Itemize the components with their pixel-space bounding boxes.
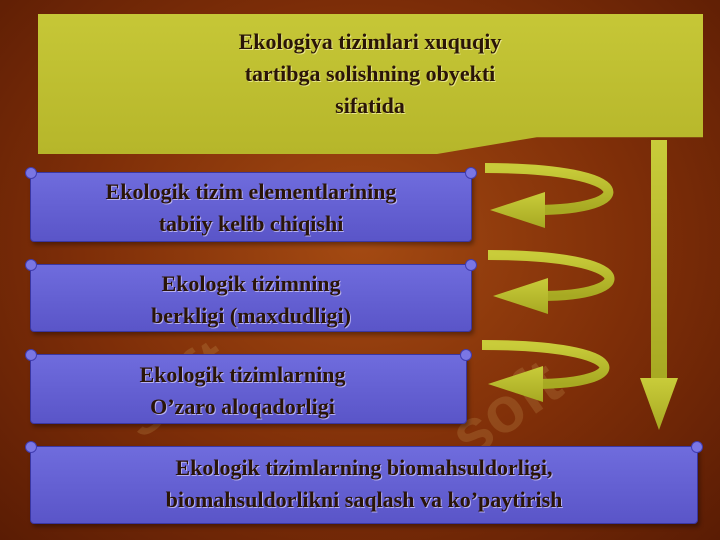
item-4-text: Ekologik tizimlarning biomahsuldorligi, … bbox=[31, 452, 697, 516]
item-2-line-1: Ekologik tizimning bbox=[161, 271, 341, 296]
item-2-text: Ekologik tizimning berkligi (maxdudligi) bbox=[31, 268, 471, 332]
item-box-1: Ekologik tizim elementlarining tabiiy ke… bbox=[25, 167, 477, 242]
item-1-line-2: tabiiy kelib chiqishi bbox=[158, 211, 344, 236]
down-arrow-icon bbox=[640, 140, 678, 430]
item-4-line-1: Ekologik tizimlarning biomahsuldorligi, bbox=[175, 455, 553, 480]
curved-arrow-icon-1 bbox=[484, 163, 614, 228]
title-line-1: Ekologiya tizimlari xuquqiy bbox=[238, 29, 502, 54]
title-line-2: tartibga solishning obyekti bbox=[244, 61, 496, 86]
item-box-2: Ekologik tizimning berkligi (maxdudligi) bbox=[25, 259, 477, 332]
item-3-text: Ekologik tizimlarning O’zaro aloqadorlig… bbox=[19, 359, 466, 423]
item-box-3: Ekologik tizimlarning O’zaro aloqadorlig… bbox=[25, 349, 472, 424]
item-3-line-2: O’zaro aloqadorligi bbox=[150, 394, 335, 419]
title-banner bbox=[38, 14, 703, 154]
item-2-line-2: berkligi (maxdudligi) bbox=[151, 303, 351, 328]
item-1-line-1: Ekologik tizim elementlarining bbox=[105, 179, 397, 204]
diagram-title: Ekologiya tizimlari xuquqiy tartibga sol… bbox=[195, 26, 545, 122]
item-4-line-2: biomahsuldorlikni saqlash va ko’paytiris… bbox=[165, 487, 563, 512]
curved-arrow-icon-3 bbox=[481, 340, 610, 402]
item-3-line-1: Ekologik tizimlarning bbox=[139, 362, 346, 387]
item-1-text: Ekologik tizim elementlarining tabiiy ke… bbox=[31, 176, 471, 240]
item-box-4: Ekologik tizimlarning biomahsuldorligi, … bbox=[25, 441, 703, 524]
curved-arrow-icon-2 bbox=[487, 250, 615, 314]
title-line-3: sifatida bbox=[335, 93, 405, 118]
